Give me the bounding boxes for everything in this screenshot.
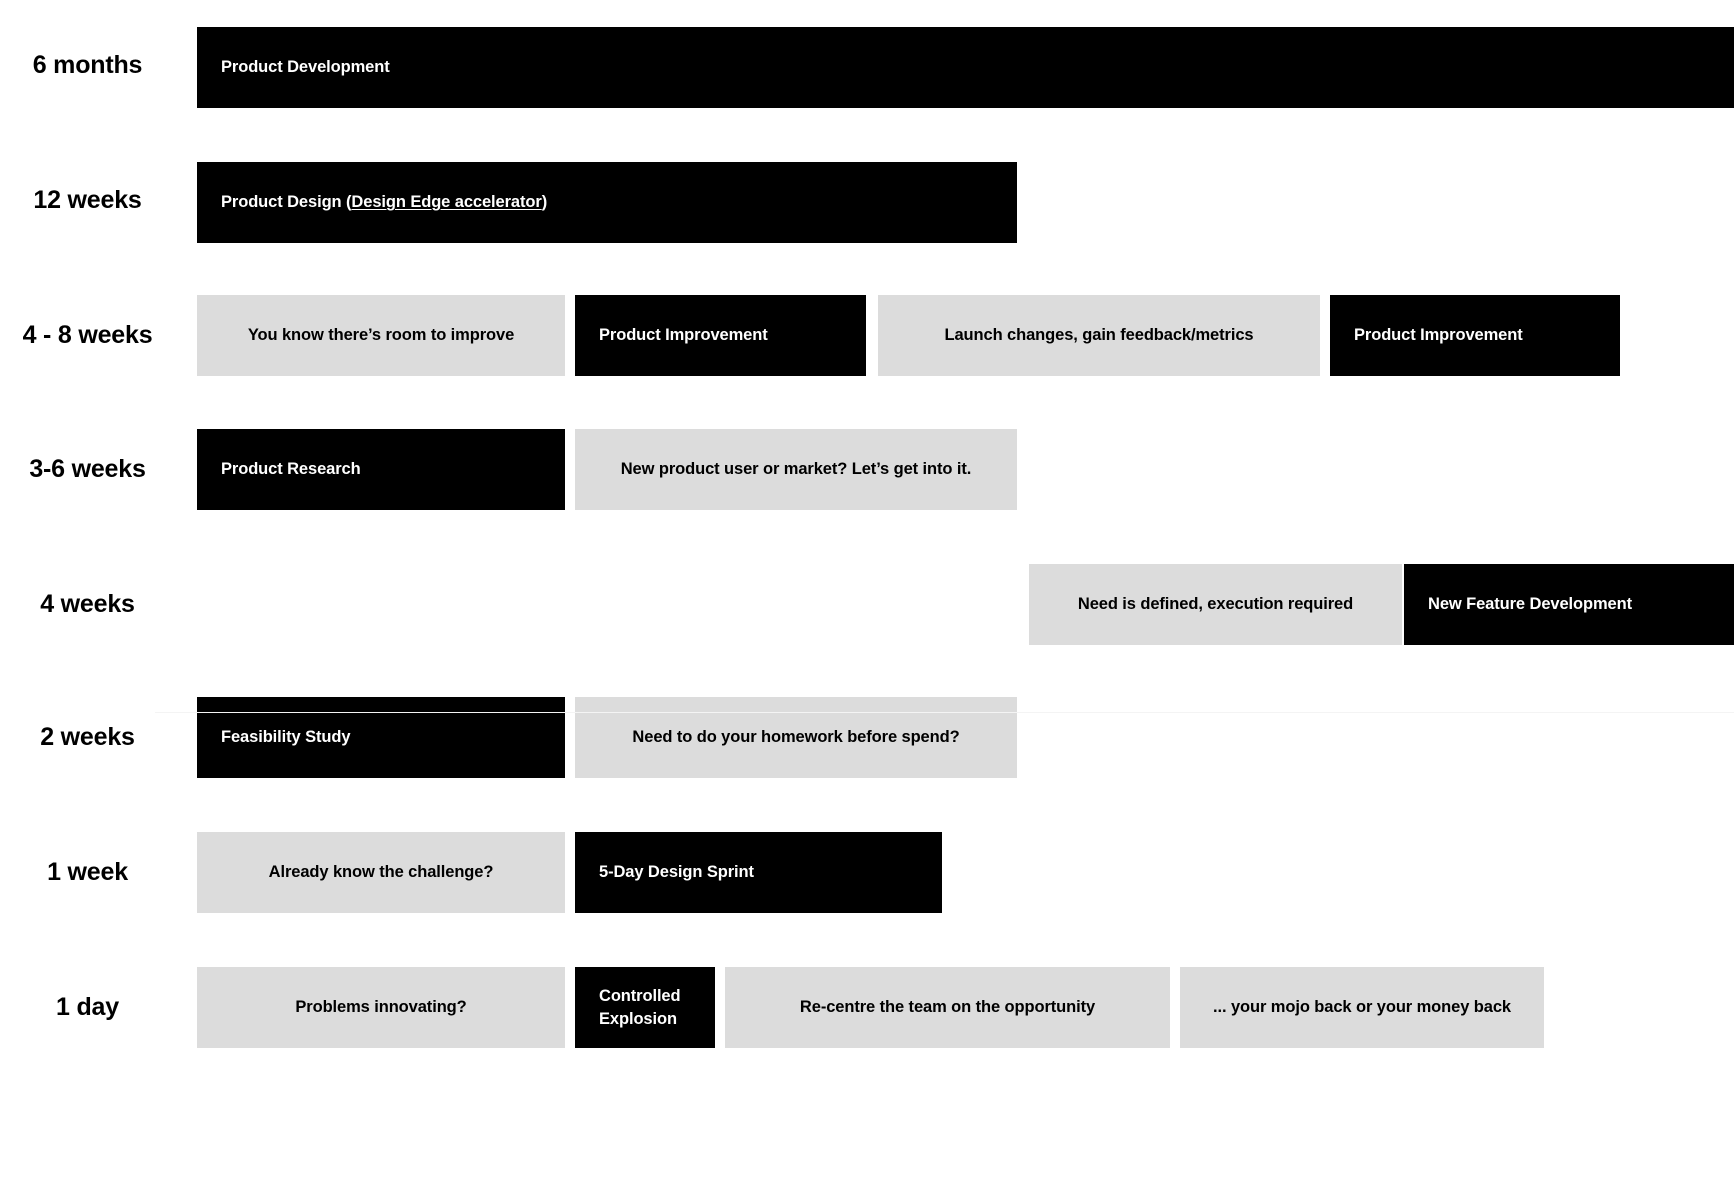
service-bar[interactable]: Controlled Explosion [575,967,715,1048]
bar-label: Re-centre the team on the opportunity [799,998,1096,1017]
service-bar[interactable]: Product Development [197,27,1734,108]
row-label-4-weeks: 4 weeks [40,590,135,618]
bar-label: Feasibility Study [221,728,351,747]
bar-label: Product Research [221,460,361,479]
bar-label: Product Development [221,58,390,77]
bar-label: Product Design (Design Edge accelerator) [221,193,548,212]
prompt-bar[interactable]: Problems innovating? [197,967,565,1048]
bar-label: Already know the challenge? [268,863,494,882]
bar-label: Launch changes, gain feedback/metrics [944,326,1254,345]
service-bar[interactable]: Feasibility Study [197,697,565,778]
row-label-6-months: 6 months [32,51,143,79]
service-bar[interactable]: Product Improvement [575,295,866,376]
bar-label: New Feature Development [1428,595,1633,614]
service-bar[interactable]: 5-Day Design Sprint [575,832,942,913]
prompt-bar[interactable]: You know there’s room to improve [197,295,565,376]
row-label-12-weeks: 12 weeks [33,186,142,214]
prompt-bar[interactable]: Already know the challenge? [197,832,565,913]
row-label-3-6-weeks: 3-6 weeks [29,455,146,483]
bar-label: 5-Day Design Sprint [599,863,754,882]
bar-label: Product Improvement [599,326,768,345]
row-label-4-8-weeks: 4 - 8 weeks [22,321,153,349]
row-label-1-week: 1 week [47,858,128,886]
prompt-bar[interactable]: Need is defined, execution required [1029,564,1402,645]
bar-label: Need to do your homework before spend? [632,728,960,747]
bar-label: Need is defined, execution required [1077,595,1354,614]
prompt-bar[interactable]: Need to do your homework before spend? [575,697,1017,778]
bar-label: Controlled Explosion [599,987,681,1028]
bar-label: You know there’s room to improve [247,326,515,345]
bar-label: Problems innovating? [295,998,467,1017]
bar-label: ... your mojo back or your money back [1213,998,1511,1017]
bar-label: New product user or market? Let’s get in… [620,460,972,479]
service-bar[interactable]: Product Improvement [1330,295,1620,376]
service-bar[interactable]: Product Design (Design Edge accelerator) [197,162,1017,243]
service-bar[interactable]: New Feature Development [1404,564,1734,645]
prompt-bar[interactable]: New product user or market? Let’s get in… [575,429,1017,510]
row-label-2-weeks: 2 weeks [40,723,135,751]
row-label-1-day: 1 day [56,993,119,1021]
section-divider [155,712,1734,713]
prompt-bar[interactable]: Re-centre the team on the opportunity [725,967,1170,1048]
prompt-bar[interactable]: ... your mojo back or your money back [1180,967,1544,1048]
bar-label: Product Improvement [1354,326,1523,345]
prompt-bar[interactable]: Launch changes, gain feedback/metrics [878,295,1320,376]
design-edge-accelerator-link[interactable]: Design Edge accelerator [351,193,542,212]
service-bar[interactable]: Product Research [197,429,565,510]
